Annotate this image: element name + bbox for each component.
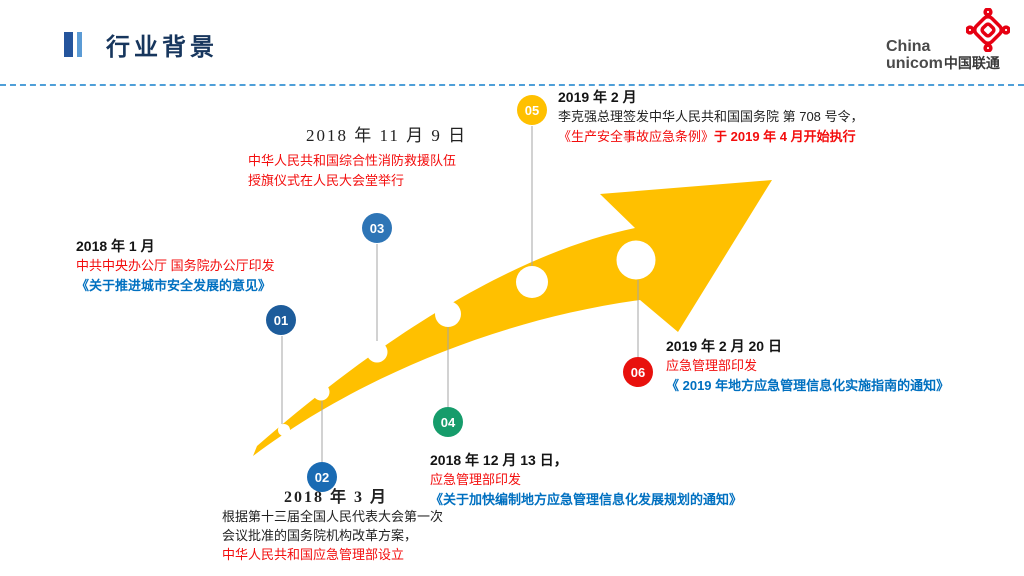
logo-text: China unicom中国联通 (886, 39, 1000, 72)
title-marker-bar-light-icon (77, 32, 82, 57)
milestone-line: 李克强总理签发中华人民共和国国务院 第 708 号令， (558, 109, 864, 124)
unicom-knot-icon (966, 8, 1010, 52)
logo-text-unicom: unicom (886, 55, 943, 72)
milestone-line: 会议批准的国务院机构改革方案， (222, 528, 418, 543)
milestone-date: 2019 年 2 月 (558, 89, 637, 105)
milestone-03-date: 2018 年 11 月 9 日 (306, 126, 468, 145)
milestone-01-text: 2018 年 1 月 中共中央办公厅 国务院办公厅印发 《关于推进城市安全发展的… (76, 236, 275, 296)
milestone-date: 2018 年 3 月 (284, 489, 389, 506)
milestone-line: 中华人民共和国综合性消防救援队伍 (248, 153, 457, 168)
milestone-line: 《 2019 年地方应急管理信息化实施指南的通知》 (666, 378, 950, 393)
milestone-line: 授旗仪式在人民大会堂举行 (248, 173, 405, 188)
unicom-logo: China unicom中国联通 (880, 8, 1012, 74)
milestone-03-text: 中华人民共和国综合性消防救援队伍 授旗仪式在人民大会堂举行 (248, 151, 456, 191)
milestone-line: 《关于推进城市安全发展的意见》 (76, 278, 272, 293)
milestone-01-marker: 01 (266, 305, 296, 335)
milestone-line: 中共中央办公厅 国务院办公厅印发 (76, 258, 275, 273)
logo-text-cn: 中国联通 (943, 55, 1000, 71)
milestone-05-text: 2019 年 2 月 李克强总理签发中华人民共和国国务院 第 708 号令， 《… (558, 87, 864, 147)
milestone-02-marker: 02 (307, 462, 337, 492)
milestone-06-marker: 06 (623, 357, 653, 387)
dashed-divider (0, 84, 1024, 86)
milestone-line: 根据第十三届全国人民代表大会第一次 (222, 509, 444, 524)
milestone-date: 2019 年 2 月 20 日 (666, 338, 782, 354)
logo-text-china: China (886, 38, 931, 55)
milestone-05-marker: 05 (517, 95, 547, 125)
milestone-date: 2018 年 1 月 (76, 238, 155, 254)
slide-header: 行业背景 China unicom中国联通 (0, 0, 1024, 84)
milestone-04-text: 2018 年 12 月 13 日， 应急管理部印发 《关于加快编制地方应急管理信… (430, 450, 742, 510)
milestone-line: 《生产安全事故应急条例》于 2019 年 4 月开始执行 (558, 127, 864, 147)
growth-arrow-shape (253, 180, 772, 456)
milestone-line: 《关于加快编制地方应急管理信息化发展规划的通知》 (430, 492, 743, 507)
milestone-06-text: 2019 年 2 月 20 日 应急管理部印发 《 2019 年地方应急管理信息… (666, 336, 949, 396)
milestone-line: 中华人民共和国应急管理部设立 (222, 547, 405, 562)
milestone-line: 应急管理部印发 (666, 358, 758, 373)
milestone-date: 2018 年 12 月 13 日， (430, 452, 568, 468)
page-title: 行业背景 (106, 34, 218, 61)
milestone-04-marker: 04 (433, 407, 463, 437)
milestone-line-prefix: 《生产安全事故应急条例》 (558, 129, 715, 144)
milestone-line: 应急管理部印发 (430, 472, 522, 487)
milestone-03-marker: 03 (362, 213, 392, 243)
title-marker-bar-icon (64, 32, 73, 57)
milestone-line-highlight: 于 2019 年 4 月开始执行 (714, 129, 856, 144)
milestone-02-text: 2018 年 3 月 根据第十三届全国人民代表大会第一次 会议批准的国务院机构改… (222, 488, 443, 564)
